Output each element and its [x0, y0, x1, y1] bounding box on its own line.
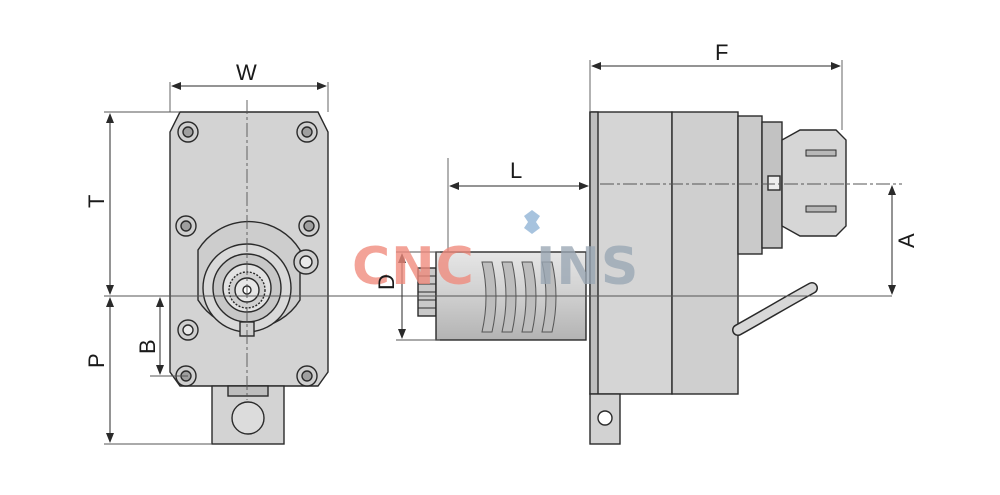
dimension-lines [106, 62, 896, 443]
watermark: CNC INS [352, 210, 639, 297]
label-B: B [135, 339, 160, 354]
front-view [169, 111, 329, 445]
bolt-group [175, 121, 320, 387]
label-T: T [84, 195, 109, 208]
side-view [417, 111, 847, 445]
watermark-logo-icon [524, 210, 540, 234]
main-block-front [589, 111, 673, 395]
main-block-rear [671, 111, 739, 395]
label-D: D [374, 274, 399, 290]
watermark-cnc: CNC [352, 237, 475, 297]
label-F: F [715, 40, 728, 65]
collet-nut [781, 129, 847, 237]
label-L: L [510, 158, 522, 183]
collar [737, 115, 763, 255]
thread [481, 261, 557, 333]
tab-hole [231, 401, 265, 435]
watermark-ins: INS [536, 237, 639, 297]
dimension-labels: W F L T P B D A [84, 40, 919, 368]
label-P: P [84, 353, 109, 368]
label-W: W [236, 60, 257, 85]
construction-lines [104, 60, 902, 445]
label-A: A [894, 233, 919, 248]
